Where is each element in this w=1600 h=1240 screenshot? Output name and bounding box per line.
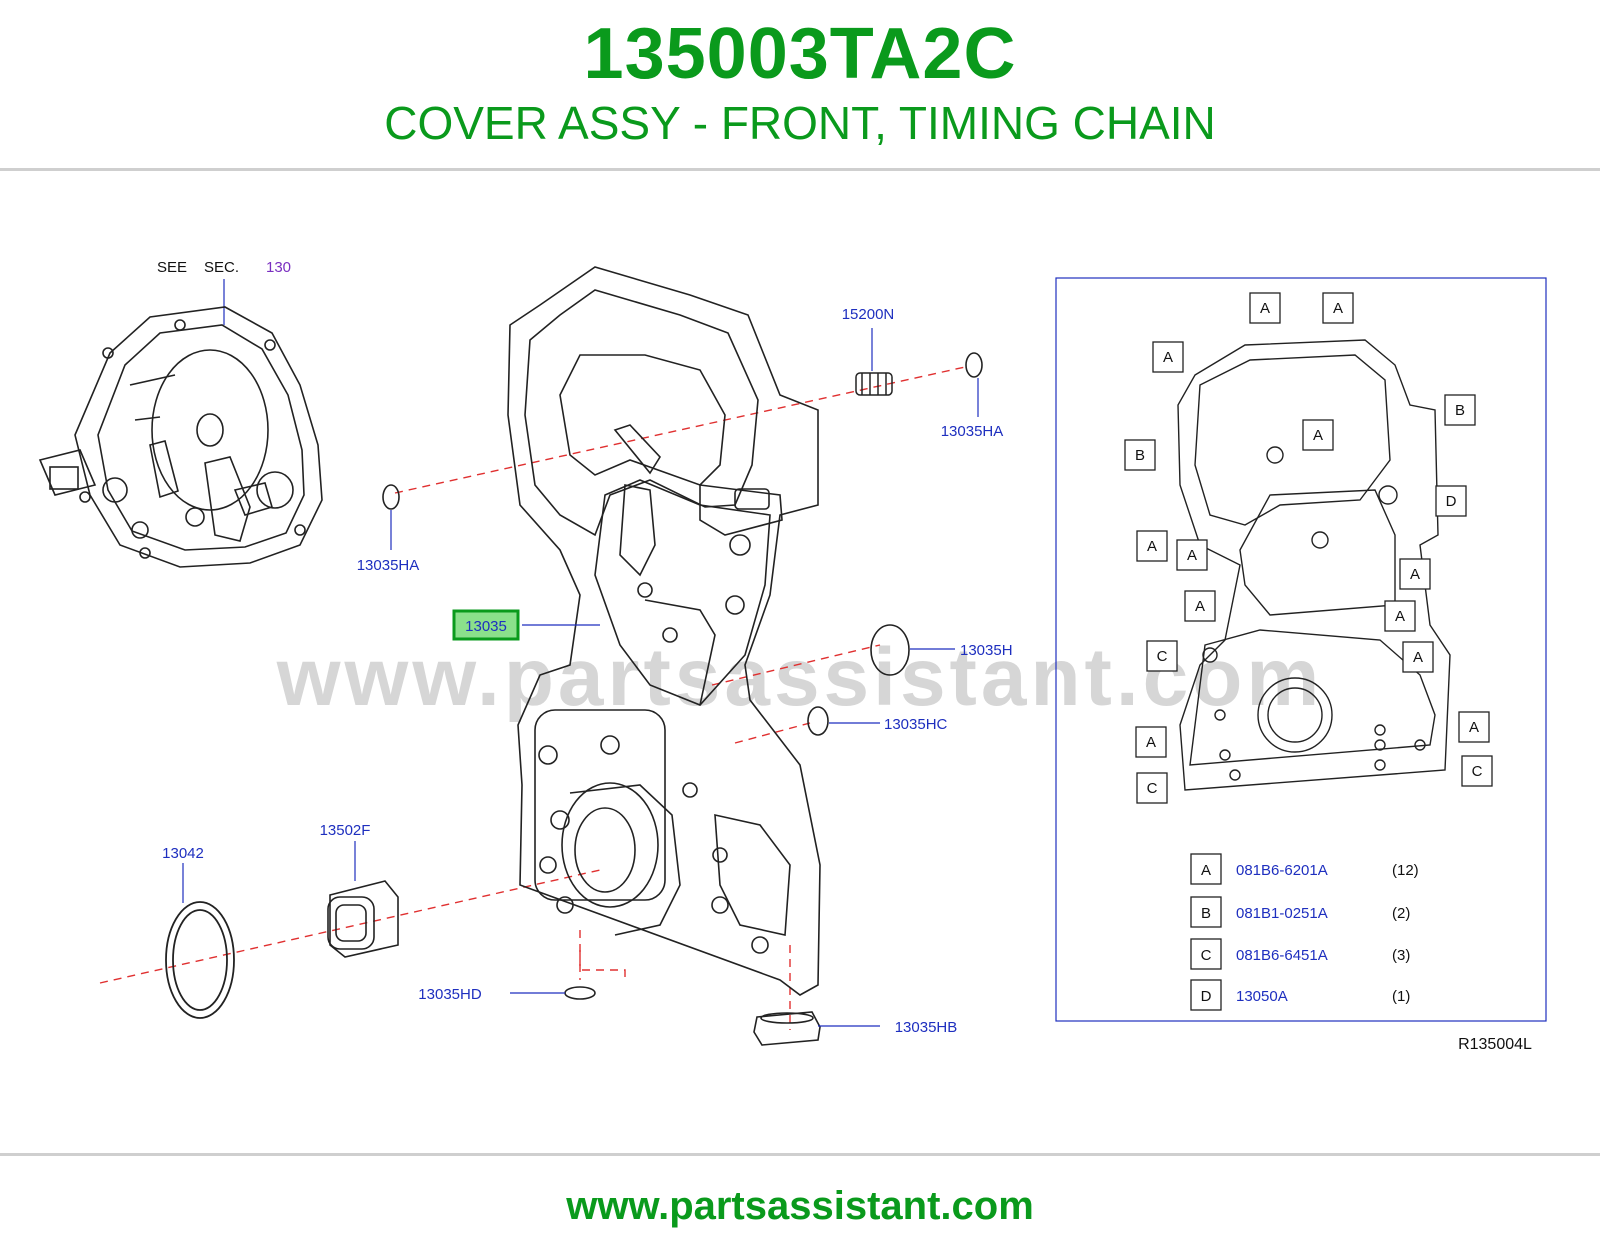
callout-13502F[interactable]: 13502F	[320, 822, 371, 839]
svg-text:B: B	[1455, 402, 1465, 419]
fastener-detail-panel	[1055, 277, 1547, 1022]
legend-part-link[interactable]: 13050A	[1236, 988, 1288, 1005]
callout-13035HB[interactable]: 13035HB	[895, 1019, 958, 1036]
fastener-marker-a: A	[1136, 530, 1168, 562]
legend-row-c: C 081B6-6451A (3)	[1190, 938, 1410, 970]
assembly-leader-lines	[99, 366, 966, 1030]
legend-quantity: (2)	[1392, 905, 1410, 922]
callout-13035HD[interactable]: 13035HD	[418, 986, 482, 1003]
callout-13035-highlighted[interactable]: 13035	[465, 618, 507, 635]
diagram-reference-code: R135004L	[1458, 1036, 1532, 1053]
front-oil-seal-13042-illustration	[165, 901, 235, 1019]
svg-text:A: A	[1469, 719, 1479, 736]
oil-filter-15200N-illustration	[855, 372, 893, 396]
svg-text:A: A	[1313, 427, 1323, 444]
legend-part-link[interactable]: 081B6-6451A	[1236, 947, 1328, 964]
footer-divider	[0, 1153, 1600, 1156]
svg-text:A: A	[1147, 538, 1157, 555]
see-label: SEE	[157, 259, 187, 276]
o-ring-13035HA-left	[382, 484, 400, 510]
svg-text:B: B	[1135, 447, 1145, 464]
fastener-marker-a: A	[1458, 711, 1490, 743]
fastener-marker-a: A	[1302, 419, 1334, 451]
callout-13035-highlight-box[interactable]	[452, 609, 520, 641]
svg-text:A: A	[1395, 608, 1405, 625]
fastener-marker-c: C	[1146, 640, 1178, 672]
legend-key: B	[1201, 905, 1211, 922]
o-ring-13035HC	[807, 706, 829, 736]
fastener-marker-a: A	[1184, 590, 1216, 622]
o-rings	[382, 352, 983, 1000]
legend-quantity: (3)	[1392, 947, 1410, 964]
fastener-marker-a: A	[1399, 558, 1431, 590]
sec-label: SEC.	[204, 259, 239, 276]
legend-part-link[interactable]: 081B6-6201A	[1236, 862, 1328, 879]
legend-quantity: (12)	[1392, 862, 1419, 879]
legend-key: D	[1201, 988, 1212, 1005]
callout-13035HC[interactable]: 13035HC	[884, 716, 948, 733]
svg-text:A: A	[1410, 566, 1420, 583]
fastener-marker-b: B	[1124, 439, 1156, 471]
callout-13035H[interactable]: 13035H	[960, 642, 1013, 659]
fastener-marker-a: A	[1322, 292, 1354, 324]
gasket-13035HB-illustration	[753, 1011, 821, 1046]
svg-text:C: C	[1147, 780, 1158, 797]
callout-15200N[interactable]: 15200N	[842, 306, 895, 323]
callout-13042[interactable]: 13042	[162, 845, 204, 862]
legend-quantity: (1)	[1392, 988, 1410, 1005]
o-ring-13035H	[870, 624, 910, 676]
svg-text:D: D	[1446, 493, 1457, 510]
fastener-marker-d: D	[1435, 485, 1467, 517]
fastener-marker-b: B	[1444, 394, 1476, 426]
timing-cover-rear-assembly-illustration	[38, 306, 323, 568]
svg-text:A: A	[1187, 547, 1197, 564]
legend-key: C	[1201, 947, 1212, 964]
fastener-marker-a: A	[1152, 341, 1184, 373]
parts-diagram: www.partsassistant.com SEE SEC. 130	[0, 245, 1600, 1100]
svg-text:A: A	[1195, 598, 1205, 615]
legend-key: A	[1201, 862, 1211, 879]
callout-13035HA-left[interactable]: 13035HA	[357, 557, 420, 574]
svg-text:A: A	[1413, 649, 1423, 666]
svg-text:A: A	[1260, 300, 1270, 317]
fastener-letter-markers: A A A B B A D A A A A A C A A A C C	[1124, 292, 1493, 804]
fastener-marker-a: A	[1384, 600, 1416, 632]
fastener-marker-a: A	[1249, 292, 1281, 324]
spacer-13502F-illustration	[327, 880, 399, 958]
footer-site-link[interactable]: www.partsassistant.com	[566, 1184, 1034, 1228]
part-number-title: 135003TA2C	[583, 14, 1017, 94]
parts-diagram-svg: www.partsassistant.com SEE SEC. 130	[38, 259, 1547, 1053]
callout-13035HA-right[interactable]: 13035HA	[941, 423, 1004, 440]
header-divider	[0, 168, 1600, 171]
legend-row-b: B 081B1-0251A (2)	[1190, 896, 1410, 928]
svg-text:A: A	[1333, 300, 1343, 317]
page-header: 135003TA2C COVER ASSY - FRONT, TIMING CH…	[0, 0, 1600, 168]
svg-text:C: C	[1472, 763, 1483, 780]
fastener-marker-a: A	[1176, 539, 1208, 571]
part-name-subtitle: COVER ASSY - FRONT, TIMING CHAIN	[384, 97, 1216, 149]
fastener-marker-a: A	[1402, 641, 1434, 673]
fastener-marker-c: C	[1461, 755, 1493, 787]
section-number-link[interactable]: 130	[266, 259, 291, 276]
legend-row-a: A 081B6-6201A (12)	[1190, 853, 1419, 885]
o-ring-13035HD	[564, 986, 596, 1000]
o-ring-13035HA-right	[965, 352, 983, 378]
fastener-marker-c: C	[1136, 772, 1168, 804]
legend-row-d: D 13050A (1)	[1190, 979, 1410, 1011]
svg-text:C: C	[1157, 648, 1168, 665]
watermark-text: www.partsassistant.com	[276, 632, 1324, 723]
legend-part-link[interactable]: 081B1-0251A	[1236, 905, 1328, 922]
fastener-marker-a: A	[1135, 726, 1167, 758]
front-timing-cover-illustration	[507, 266, 821, 996]
svg-text:A: A	[1163, 349, 1173, 366]
fastener-legend: A 081B6-6201A (12) B 081B1-0251A (2) C 081B6-64…	[1190, 853, 1419, 1011]
svg-text:A: A	[1146, 734, 1156, 751]
